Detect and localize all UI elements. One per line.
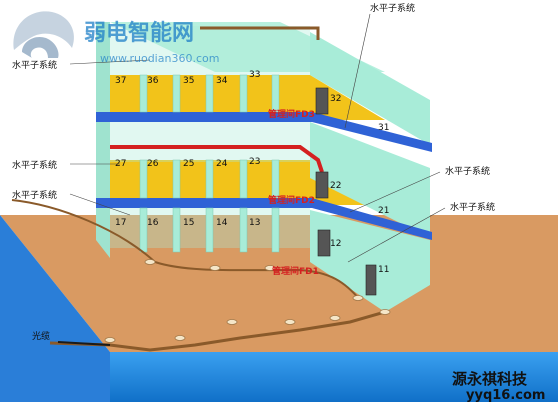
room-number: 16 [147,218,159,228]
room-partition [139,159,148,199]
fiber-ground-run [49,310,386,352]
room-number: 36 [147,76,159,86]
fiber-feed-line [57,341,111,346]
water-side [0,215,110,402]
watermark-title: 弱电智能网 [84,20,194,46]
callout-line-left-1 [69,59,151,65]
room-partition [139,74,148,113]
corner-title: 源永祺科技 [452,370,528,388]
room-number: 26 [147,159,159,169]
room-partition [271,74,280,113]
room-number: 33 [249,70,260,80]
room-partition [239,207,248,253]
room-number: 14 [216,218,228,228]
room-number: 11 [378,265,389,275]
room-partition [205,74,214,113]
fd2-label: 管理间FD2 [268,194,315,206]
room-number: 34 [216,76,228,86]
room-number: 23 [249,157,260,167]
room-partition [239,159,248,199]
callout-line-top [344,13,371,129]
fd3-label: 管理间FD3 [268,108,315,120]
floor3-back-wall [110,26,310,75]
room-partition [172,207,181,253]
room-number: 27 [115,159,126,169]
floor2-red-backbone [110,145,324,173]
floor2-back-wall [110,122,310,162]
room-partition [172,159,181,199]
room-number: 37 [115,76,126,86]
room-number: 24 [216,159,228,169]
callout-line-left-3 [69,193,131,216]
rack-fd2 [315,171,329,199]
fd1-label: 管理间FD1 [272,265,319,277]
room-numbers: 37 36 35 34 33 32 31 27 26 25 24 23 22 21 17 16 15 14 13 12… [115,70,389,275]
callout-right-2: 水平子系统 [450,201,495,213]
fiber-label: 光缆 [32,330,50,342]
corner-url: yyq16.com [466,388,545,402]
floor3-right-wall [310,32,430,145]
callout-left-1: 水平子系统 [12,59,57,71]
floor3-brown-backbone [200,26,320,40]
room-number: 17 [115,218,126,228]
room-number: 25 [183,159,194,169]
room-partition [139,207,148,253]
callout-left-2: 水平子系统 [12,159,57,171]
callout-right-1: 水平子系统 [445,165,490,177]
watermark-url: www.ruodian360.com [100,52,219,65]
room-partition [205,207,214,253]
room-number: 32 [330,94,341,104]
room-number: 13 [249,218,260,228]
floor2-right-wall [310,122,430,238]
rack-fd3 [315,87,329,115]
room-number: 12 [330,239,341,249]
water-front [110,352,558,402]
callout-left-3: 水平子系统 [12,189,57,201]
ground-manholes [104,259,391,343]
room-partition [172,74,181,113]
logo-mark [13,11,74,58]
floor1-brown-loop [11,199,361,301]
room-partition [205,159,214,199]
room-number: 21 [378,206,389,216]
rack-cabinets [315,87,377,296]
callout-line-right-1 [349,171,441,213]
floor3-slab [96,112,432,152]
room-partition [271,207,280,253]
room-partition [271,159,280,199]
room-partitions [139,74,280,253]
callout-top: 水平子系统 [370,2,415,14]
rack-room11 [365,264,377,296]
room-number: 22 [330,181,341,191]
callout-line-right-2 [347,207,446,263]
room-number: 31 [378,123,389,133]
floor1-right-wall [310,210,430,312]
room-number: 35 [183,76,194,86]
floor2-slab [96,198,432,240]
rack-fd1 [317,229,331,257]
room-partition [239,74,248,113]
room-number: 15 [183,218,194,228]
